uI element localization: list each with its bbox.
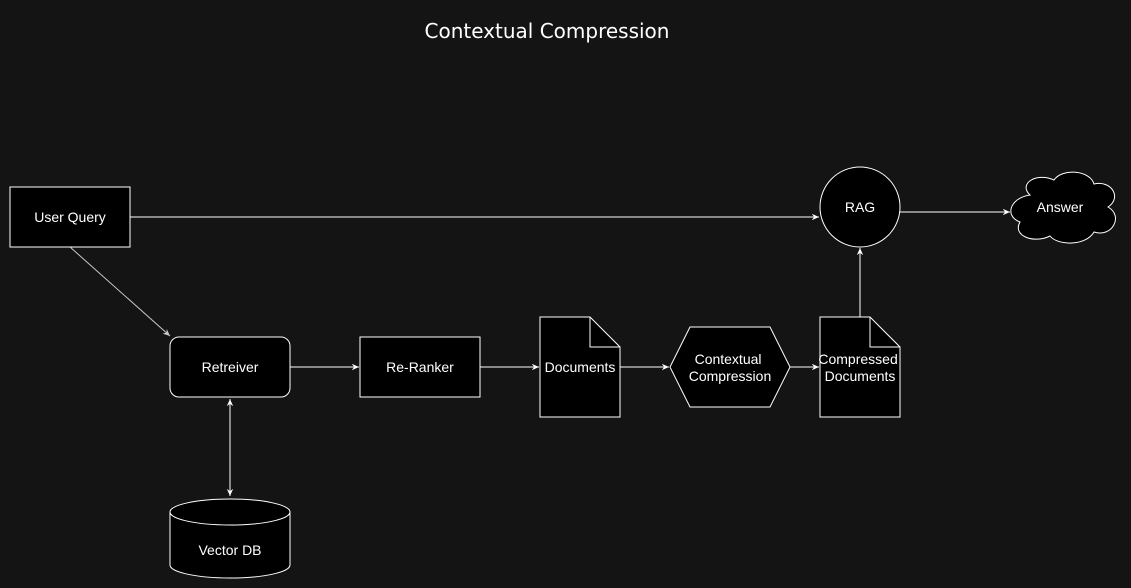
node-user-query-label: User Query [34, 209, 106, 225]
node-rag[interactable]: RAG [819, 166, 901, 248]
node-retriever-label: Retreiver [202, 359, 259, 375]
node-rag-label: RAG [845, 199, 875, 215]
node-contextual-compression-line-1: Contextual [695, 351, 762, 367]
node-compressed-documents-line-2: Documents [825, 368, 896, 384]
diagram-title: Contextual Compression [425, 19, 670, 43]
node-vector-db[interactable]: Vector DB [169, 498, 291, 579]
node-compressed-documents-label: Compressed Documents [818, 351, 901, 384]
node-compressed-documents[interactable]: Compressed Documents [818, 316, 901, 418]
node-compressed-documents-line-1: Compressed [818, 351, 897, 367]
node-retriever[interactable]: Retreiver [169, 336, 291, 398]
node-user-query[interactable]: User Query [9, 186, 131, 248]
node-re-ranker-label: Re-Ranker [386, 359, 454, 375]
node-documents-label: Documents [545, 359, 616, 375]
node-vector-db-label: Vector DB [198, 542, 261, 558]
node-contextual-compression-label: Contextual Compression [689, 351, 771, 384]
edge-user-query-to-retriever [69, 246, 171, 337]
node-answer[interactable]: Answer [1010, 171, 1116, 244]
node-re-ranker[interactable]: Re-Ranker [359, 336, 481, 398]
node-answer-label: Answer [1037, 199, 1084, 215]
node-contextual-compression[interactable]: Contextual Compression [669, 326, 791, 408]
node-contextual-compression-line-2: Compression [689, 368, 771, 384]
node-documents[interactable]: Documents [539, 316, 621, 418]
